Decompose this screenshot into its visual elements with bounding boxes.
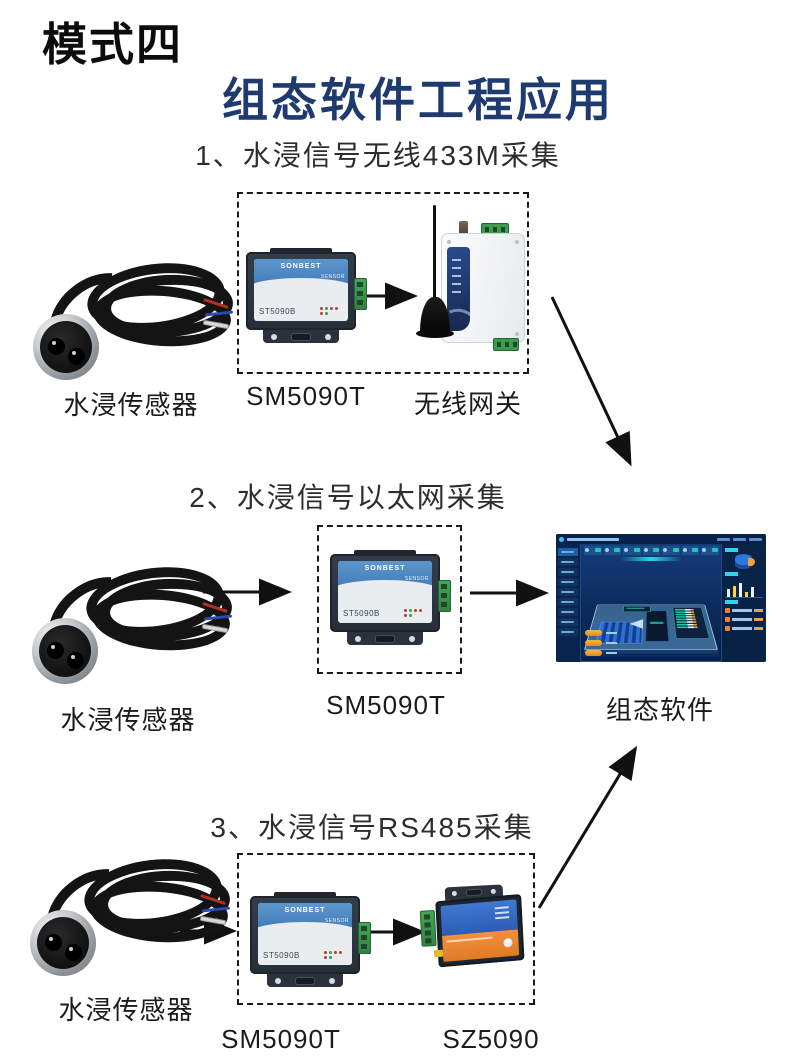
page-title: 组态软件工程应用	[222, 74, 614, 126]
device-model-text: ST5090B	[259, 307, 296, 316]
mounting-bracket	[347, 632, 423, 645]
mounting-bracket	[267, 974, 343, 987]
terminal-block	[493, 338, 519, 351]
software-label: 组态软件	[605, 695, 715, 725]
sm5090t-device-image-1: SONBEST SENSOR ST5090B	[246, 248, 368, 343]
arrow-section1-to-software	[550, 296, 632, 467]
terminal-block	[358, 922, 371, 954]
device-badge-text: SENSOR	[320, 274, 345, 280]
water-sensor-image-3	[22, 850, 234, 980]
terminal-block	[438, 580, 451, 612]
dashboard-topbar	[556, 534, 766, 544]
sm5090t1-label: SM5090T	[246, 381, 366, 411]
section3-heading: 3、水浸信号RS485采集	[210, 812, 534, 843]
sz5090-label: SZ5090	[442, 1024, 540, 1054]
device-brand-text: SONBEST	[280, 263, 322, 270]
sensor1-label: 水浸传感器	[63, 390, 199, 420]
mounting-bracket	[263, 330, 339, 343]
device-label-orange	[442, 929, 520, 962]
antenna-rod	[433, 205, 436, 307]
water-sensor-image-1	[25, 254, 237, 384]
alert-row	[725, 617, 763, 622]
logo-icon	[559, 536, 564, 542]
sm5090t2-label: SM5090T	[326, 690, 446, 720]
dashboard-right-panel	[721, 544, 766, 662]
scene-label-panel	[622, 605, 651, 612]
terminal-block	[354, 278, 367, 310]
antenna-connector	[459, 221, 468, 235]
sensor-probe	[30, 910, 96, 976]
sensor-wire-ends	[202, 298, 237, 340]
scene-buttons	[585, 630, 617, 656]
section2-device-group	[317, 525, 462, 674]
alert-row	[725, 608, 763, 613]
section2-heading: 2、水浸信号以太网采集	[189, 482, 507, 513]
panel-header	[725, 600, 763, 604]
stat-cards	[584, 546, 720, 555]
sensor3-label: 水浸传感器	[58, 995, 194, 1025]
donut-chart	[733, 554, 755, 570]
alert-row	[725, 626, 763, 631]
panel-header	[725, 548, 763, 552]
wireless-gateway-image	[415, 205, 527, 353]
section3-device-group	[237, 853, 535, 1005]
led-indicators	[320, 307, 340, 315]
sensor-probe	[32, 618, 98, 684]
arrow-section3-to-software	[537, 745, 638, 909]
led-panel	[447, 247, 470, 331]
connector-nub	[433, 949, 444, 958]
sensor-probe	[33, 314, 99, 380]
section1-heading: 1、水浸信号无线433M采集	[195, 140, 561, 171]
server-cabinet	[645, 610, 670, 642]
sm5090t-device-image-2: SONBEST SENSOR ST5090B	[330, 550, 452, 645]
isometric-floor	[584, 604, 718, 650]
dashboard-3d-scene	[581, 544, 721, 662]
water-sensor-image-2	[24, 558, 236, 688]
sz5090-device-image	[419, 883, 530, 982]
section1-device-group	[237, 192, 529, 374]
sensor2-label: 水浸传感器	[60, 705, 196, 735]
sm5090t3-label: SM5090T	[221, 1024, 341, 1054]
sm5090t-device-image-3: SONBEST SENSOR ST5090B	[250, 892, 372, 987]
gateway-label: 无线网关	[413, 389, 523, 419]
scada-dashboard-image	[556, 534, 766, 662]
dashboard-sidebar	[556, 544, 581, 662]
floor-arrow	[629, 619, 644, 629]
mode-label: 模式四	[42, 19, 184, 70]
terminal-block	[419, 910, 437, 947]
antenna-base	[416, 297, 454, 338]
bar-chart	[725, 578, 763, 598]
data-table-panel	[672, 607, 710, 639]
panel-header	[725, 572, 763, 576]
dashboard-title-bar	[567, 537, 619, 541]
